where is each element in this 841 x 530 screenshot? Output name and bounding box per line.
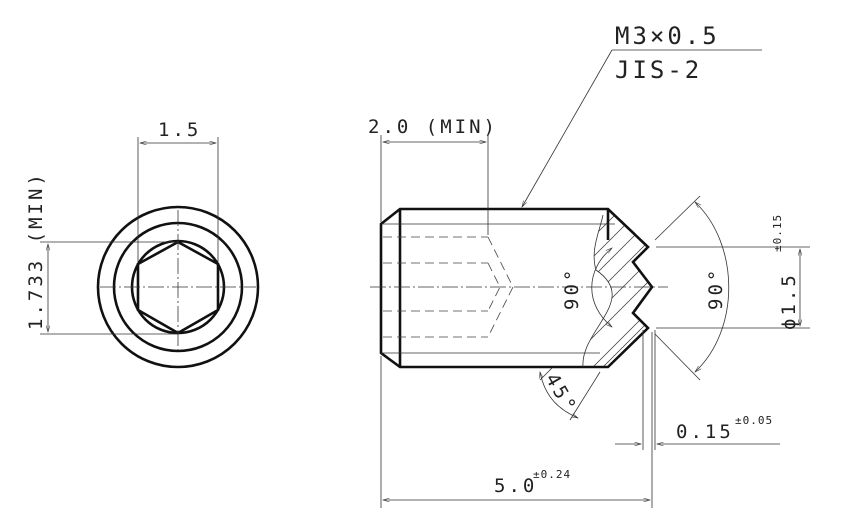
- length-label: 5.0: [494, 475, 537, 497]
- thread-size-label: M3×0.5: [615, 22, 720, 50]
- hex-width-label: 1.5: [158, 119, 201, 141]
- tip-diameter-tolerance: ±0.15: [771, 214, 784, 252]
- cone-angle-label: 90°: [561, 267, 583, 310]
- screw-body-outline: [379, 207, 654, 369]
- length-tolerance: ±0.24: [533, 468, 571, 481]
- side-view: M3×0.5 JIS-2 2.0 (MIN) 90° 90° ϕ1.5 ±0.1…: [368, 22, 810, 508]
- tip-diameter-label: ϕ1.5: [778, 272, 800, 330]
- chamfer-angle-label: 45°: [541, 370, 582, 419]
- thread-standard-label: JIS-2: [615, 56, 702, 84]
- outer-circle: [96, 205, 260, 369]
- socket-depth-label: 2.0 (MIN): [368, 116, 498, 138]
- end-view: 1.5 1.733 (MIN): [25, 119, 260, 369]
- point-angle-label: 90°: [705, 267, 727, 310]
- tip-flat-tolerance: ±0.05: [735, 414, 773, 427]
- tip-flat-label: 0.15: [676, 421, 734, 443]
- hex-corner-label: 1.733 (MIN): [25, 171, 47, 330]
